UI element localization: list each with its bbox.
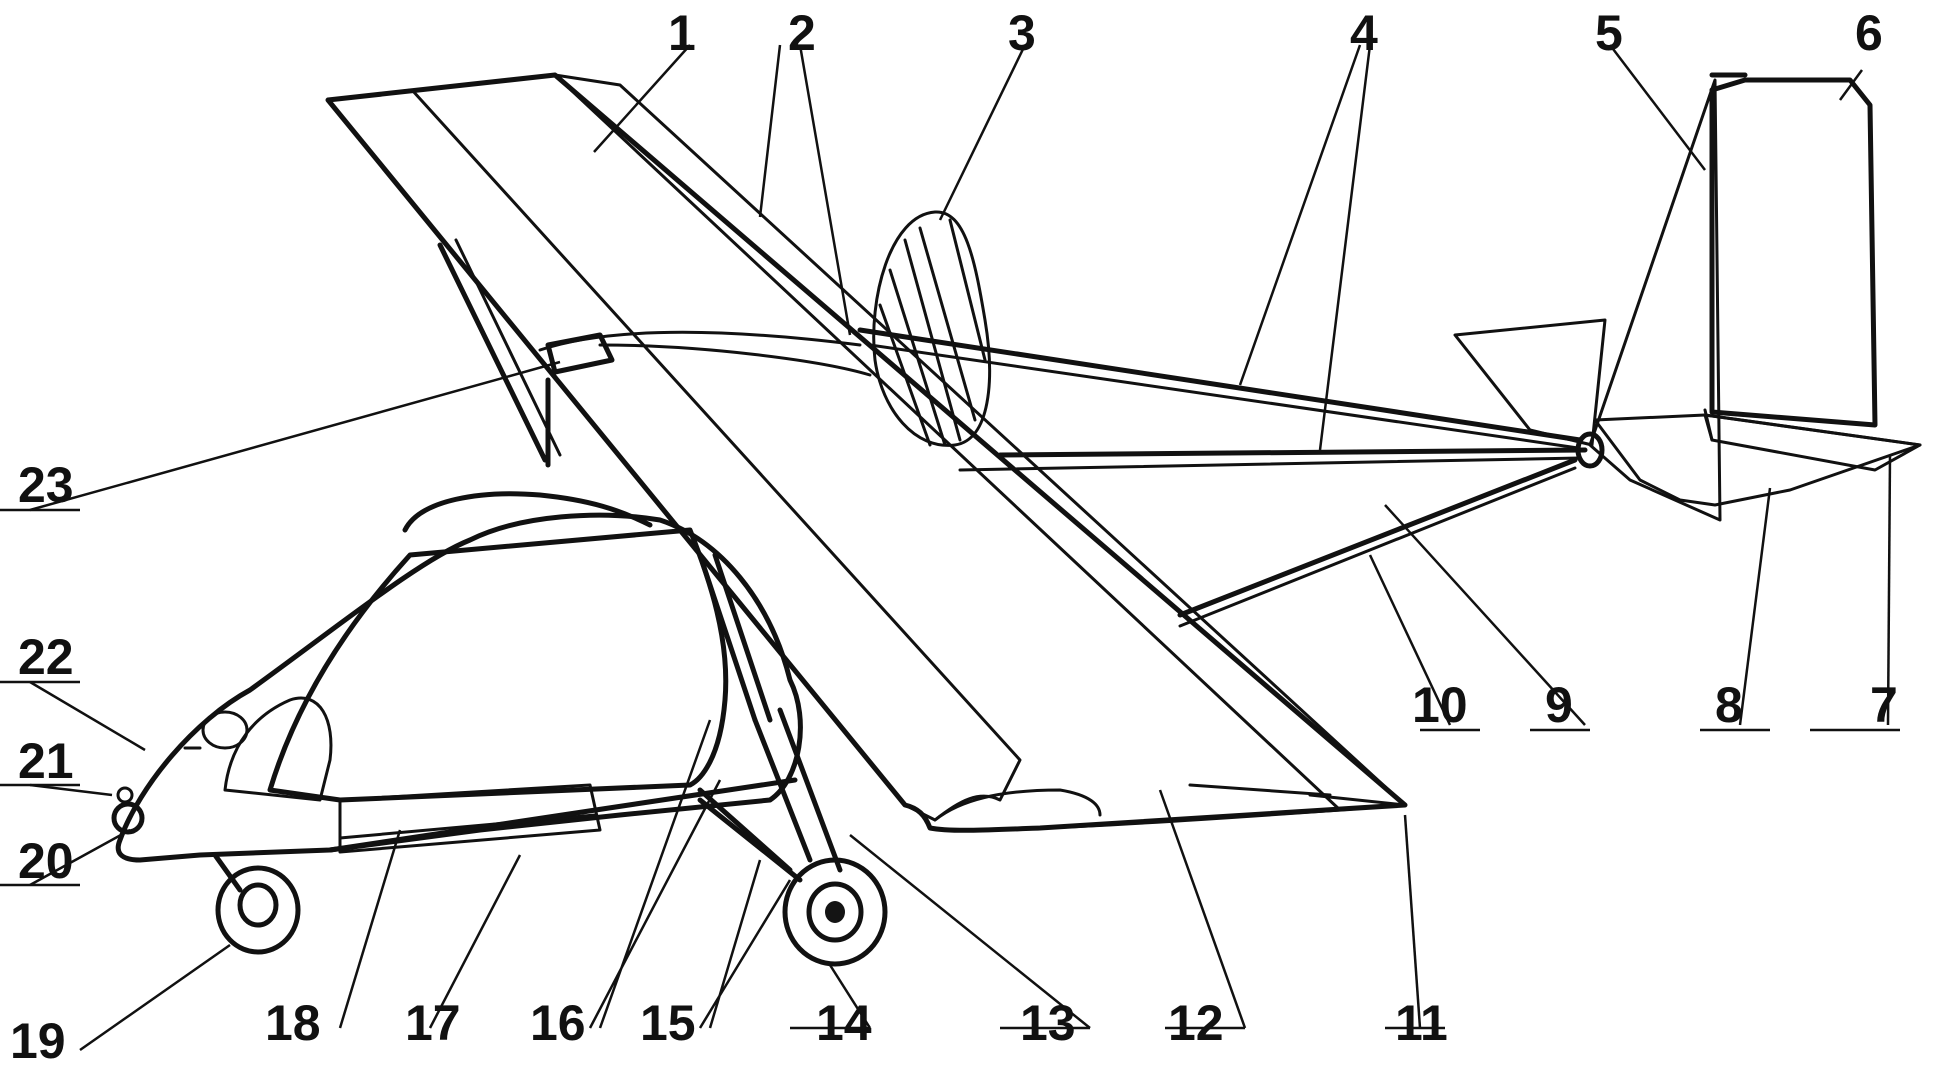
label-9: 9 xyxy=(1545,677,1573,733)
wing-root-fairing xyxy=(538,330,872,468)
label-6: 6 xyxy=(1855,5,1883,61)
vertical-fin xyxy=(1575,72,1878,522)
label-1: 1 xyxy=(668,5,696,61)
label-12: 12 xyxy=(1168,995,1224,1051)
label-17: 17 xyxy=(405,995,461,1051)
label-18: 18 xyxy=(265,995,321,1051)
nose-wheel xyxy=(212,852,301,955)
label-23: 23 xyxy=(18,457,74,513)
label-10: 10 xyxy=(1412,677,1468,733)
propeller xyxy=(872,210,992,447)
label-2: 2 xyxy=(788,5,816,61)
part-labels: 1 2 3 4 5 6 7 8 9 10 11 12 13 14 15 16 1… xyxy=(10,5,1898,1069)
tail-booms xyxy=(857,327,1588,628)
label-16: 16 xyxy=(530,995,586,1051)
label-3: 3 xyxy=(1008,5,1036,61)
label-21: 21 xyxy=(18,733,74,789)
main-landing-gear xyxy=(697,552,888,967)
label-20: 20 xyxy=(18,833,74,889)
leader-lines xyxy=(0,44,1900,1052)
label-7: 7 xyxy=(1870,677,1898,733)
label-4: 4 xyxy=(1350,5,1378,61)
label-14: 14 xyxy=(816,995,872,1051)
label-19: 19 xyxy=(10,1013,66,1069)
label-8: 8 xyxy=(1715,677,1743,733)
label-11: 11 xyxy=(1395,995,1448,1051)
label-13: 13 xyxy=(1020,995,1076,1051)
wing xyxy=(325,72,1408,833)
label-5: 5 xyxy=(1595,5,1623,61)
label-22: 22 xyxy=(18,629,74,685)
label-15: 15 xyxy=(640,995,696,1051)
